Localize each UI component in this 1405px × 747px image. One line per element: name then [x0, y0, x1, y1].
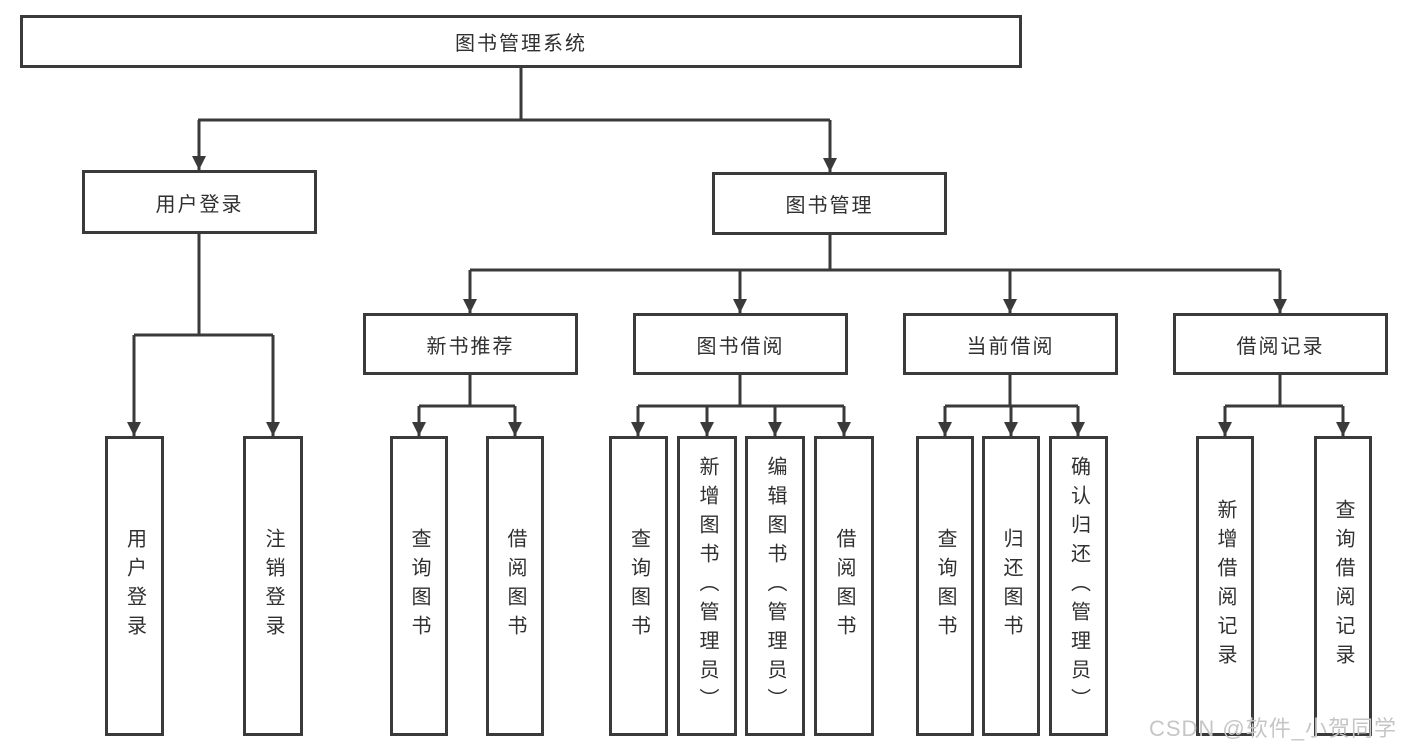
- node-borrowing-borrow-books: 借阅图书: [814, 436, 874, 736]
- node-borrowing-add-books-admin: 新增图书（管理员）: [677, 436, 737, 736]
- node-user-login: 用户登录: [82, 170, 317, 234]
- node-user-login-leaf: 用户登录: [105, 436, 164, 736]
- node-borrowing-records: 借阅记录: [1173, 313, 1388, 375]
- node-book-borrowing: 图书借阅: [633, 313, 848, 375]
- node-records-query-record: 查询借阅记录: [1314, 436, 1372, 736]
- node-current-confirm-return-admin: 确认归还（管理员）: [1049, 436, 1108, 736]
- node-recommend-borrow-books: 借阅图书: [486, 436, 544, 736]
- node-records-add-record: 新增借阅记录: [1196, 436, 1254, 736]
- node-current-return-books: 归还图书: [982, 436, 1040, 736]
- node-borrowing-edit-books-admin: 编辑图书（管理员）: [745, 436, 805, 736]
- node-library-management-system: 图书管理系统: [20, 15, 1022, 68]
- node-new-book-recommend: 新书推荐: [363, 313, 578, 375]
- node-recommend-query-books: 查询图书: [390, 436, 448, 736]
- csdn-watermark: CSDN @软件_小贺同学: [1148, 716, 1397, 741]
- node-borrowing-query-books: 查询图书: [609, 436, 668, 736]
- node-logout-leaf: 注销登录: [243, 436, 303, 736]
- node-current-query-books: 查询图书: [916, 436, 974, 736]
- node-current-borrowing: 当前借阅: [903, 313, 1118, 375]
- node-book-management: 图书管理: [712, 172, 947, 235]
